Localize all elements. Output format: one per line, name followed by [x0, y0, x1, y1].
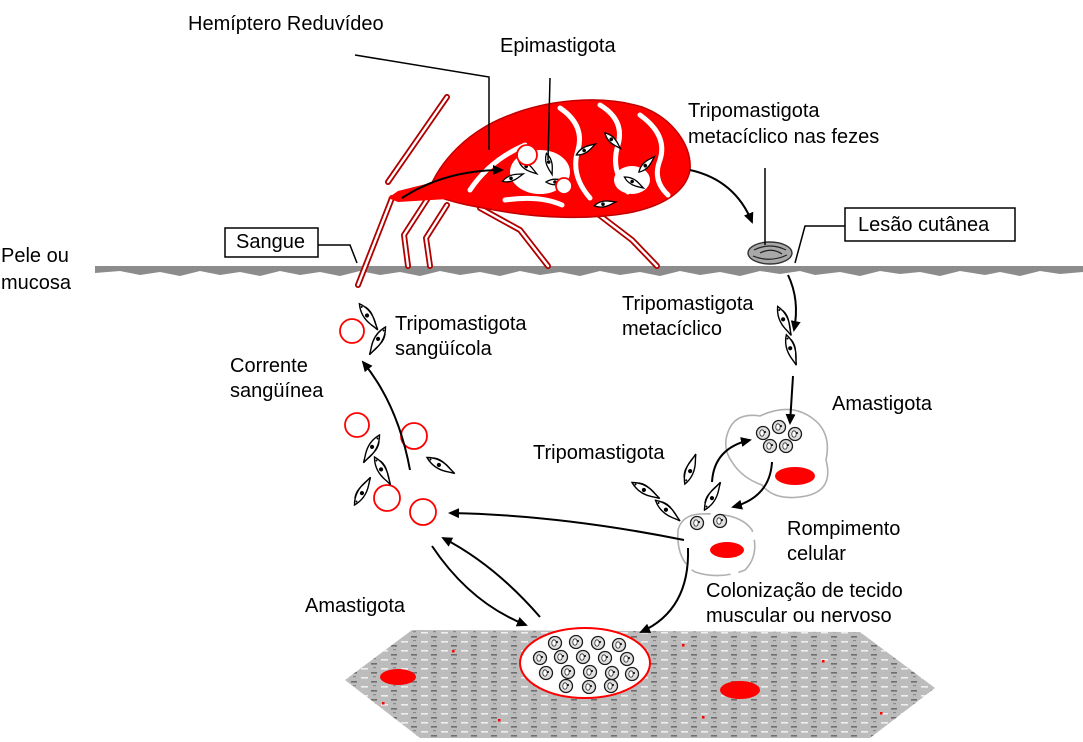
amastigote	[780, 440, 793, 453]
cell-rupture-label-line2: celular	[787, 543, 846, 565]
blood-trypomastigote-label-line2: sangüícola	[395, 338, 493, 360]
tissue-colonization-label-line2: muscular ou nervoso	[706, 605, 892, 627]
amastigote	[789, 428, 802, 441]
skin-lesion	[748, 242, 792, 264]
skin-label-line2: mucosa	[1, 272, 72, 294]
vector-label: Hemíptero Reduvídeo	[188, 13, 384, 35]
released-trypomastigote-label: Tripomastigota	[533, 442, 665, 464]
skin-layer	[95, 266, 1083, 276]
metacyclic-trypomastigote	[783, 333, 801, 366]
ruptured-cell-nucleus	[710, 542, 744, 558]
amastigote	[714, 515, 727, 528]
skin-lesion-label: Lesão cutânea	[858, 214, 990, 236]
blood-trypomastigote	[425, 454, 457, 477]
amastigote	[613, 639, 626, 652]
amastigote	[534, 652, 547, 665]
amastigote	[570, 636, 583, 649]
tissue-colonization-label-line1: Colonização de tecido	[706, 580, 903, 602]
tissue-red-dot	[702, 716, 705, 719]
muscle-nucleus	[380, 669, 416, 685]
amastigote	[599, 652, 612, 665]
ruptured-host-cell	[678, 514, 755, 576]
amastigote	[606, 667, 619, 680]
tissue-red-dot	[382, 702, 385, 705]
amastigote	[691, 517, 704, 530]
tissue-red-dot	[452, 650, 455, 653]
metacyclic-trypomastigote	[774, 304, 795, 337]
host-cell-nucleus	[775, 467, 815, 485]
bug-head	[388, 180, 448, 202]
cell-rupture-label-line1: Rompimento	[787, 518, 900, 540]
amastigote	[764, 440, 777, 453]
skin-lesion-pointer-line	[795, 226, 845, 263]
amastigote	[605, 680, 618, 693]
tissue-red-dot	[822, 660, 825, 663]
cell-amastigote-label: Amastigota	[832, 393, 933, 415]
amastigote	[540, 667, 553, 680]
infected-host-cell	[726, 409, 828, 497]
amastigote	[626, 668, 639, 681]
tissue-red-dot	[498, 719, 501, 722]
blood-label: Sangue	[236, 231, 305, 253]
red-blood-cell	[410, 499, 436, 525]
amastigote	[621, 653, 634, 666]
diagram-labels: Hemíptero Reduvídeo Epimastigota Tripoma…	[1, 13, 990, 627]
amastigote	[757, 427, 770, 440]
tissue-red-dot	[880, 712, 883, 715]
released-trypomastigote	[701, 480, 724, 512]
released-trypomastigote	[681, 452, 700, 485]
blood-pointer-line	[318, 245, 357, 263]
metacyclic-trypomastigote-label-line2: metacíclico	[622, 318, 722, 340]
arrow-bloodstream-to-tissue	[432, 546, 526, 625]
metacyclic-trypomastigote-label-line1: Tripomastigota	[622, 293, 754, 315]
pseudocyst	[520, 628, 650, 698]
muscle-nucleus	[720, 681, 760, 699]
blood-trypomastigote-label-line1: Tripomastigota	[395, 313, 527, 335]
epimastigote-label: Epimastigota	[500, 35, 616, 57]
feces-trypomastigote-label-line2: metacíclico nas fezes	[688, 126, 879, 148]
amastigote	[562, 666, 575, 679]
arrow-feces-to-lesion	[690, 170, 752, 222]
amastigote	[555, 651, 568, 664]
amastigote	[584, 666, 597, 679]
bug-antenna	[388, 97, 447, 182]
amastigote	[583, 681, 596, 694]
blood-trypomastigote	[371, 455, 394, 487]
released-trypomastigote	[630, 479, 662, 502]
red-blood-cell	[340, 319, 364, 343]
amastigote	[549, 637, 562, 650]
arrow-rupture-to-bloodstream	[450, 513, 684, 540]
amastigote	[773, 421, 786, 434]
ingested-blood-cell	[517, 145, 537, 165]
amastigote	[560, 680, 573, 693]
amastigote	[592, 637, 605, 650]
blood-trypomastigote	[351, 475, 374, 507]
reduviid-bug	[358, 97, 690, 285]
released-trypomastigote	[653, 497, 683, 524]
tissue-red-dot	[682, 644, 685, 647]
feces-trypomastigote-label-line1: Tripomastigota	[688, 100, 820, 122]
amastigote	[577, 651, 590, 664]
red-blood-cell	[345, 413, 369, 437]
arrow-rupture-to-tissue	[641, 548, 688, 632]
bloodstream-label-line1: Corrente	[230, 355, 308, 377]
ingested-blood-cell	[556, 178, 572, 194]
bloodstream-label-line2: sangüínea	[230, 380, 324, 402]
red-blood-cell	[374, 485, 400, 511]
skin-label-line1: Pele ou	[1, 245, 69, 267]
tissue-amastigote-label: Amastigota	[305, 595, 406, 617]
